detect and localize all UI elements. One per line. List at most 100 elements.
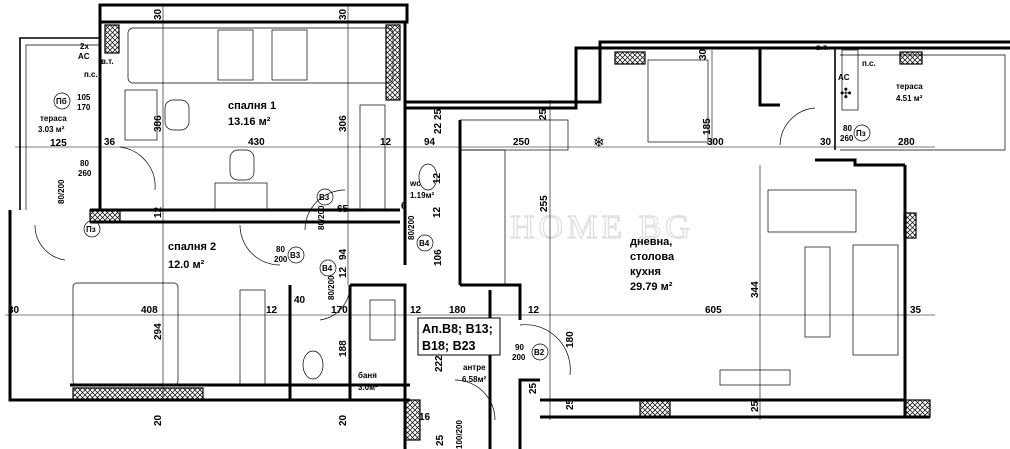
- door-size-rotated: 80/200: [317, 205, 326, 230]
- dimension-label: 20: [338, 414, 349, 426]
- door-swings: [34, 107, 816, 421]
- bathroom-name: баня: [358, 371, 377, 380]
- door-tag: Пз: [856, 129, 866, 138]
- dimension-label: 12: [380, 137, 392, 148]
- dimension-label: 306: [338, 115, 349, 132]
- dimension-label: 344: [750, 281, 761, 298]
- dimension-label: 12: [432, 172, 443, 184]
- dimension-label: 35: [910, 305, 922, 316]
- door-height: 200: [407, 215, 416, 229]
- dimension-label: 12: [528, 305, 540, 316]
- door-size-rotated: 80/200: [407, 215, 416, 240]
- dimension-label: 106: [433, 249, 444, 266]
- terrace-right-name: тераса: [896, 82, 923, 91]
- dimension-label: 30: [8, 305, 20, 316]
- ac-right: AC: [838, 73, 850, 82]
- vt-right: в.т.: [816, 43, 829, 52]
- dimension-label: 12: [266, 305, 278, 316]
- bathroom-area: 3.0м²: [358, 383, 378, 392]
- dimension-label: 12: [338, 266, 349, 278]
- living-line1: дневна,: [630, 236, 672, 248]
- door-height: 200: [327, 275, 336, 289]
- door-width: 80: [57, 195, 66, 204]
- ps-left: п.с.: [84, 70, 98, 79]
- dimension-label: 22: [433, 122, 444, 134]
- dimension-label: 30: [820, 137, 832, 148]
- ac-count: 2x: [80, 42, 89, 51]
- door-width: 90: [515, 343, 524, 352]
- door-height: 200: [455, 420, 464, 434]
- dimension-label: 30: [698, 48, 709, 60]
- door-width: 80: [843, 124, 852, 133]
- dimension-label: 250: [513, 137, 530, 148]
- door-tag: В4: [322, 264, 333, 273]
- dimension-labels: 30 30 386 306 430 36 12 94 25 22 25 250 …: [8, 8, 922, 446]
- door-sizes: 105 170 80 260 80/200 80/200 80 200 80/2…: [57, 93, 854, 449]
- dimension-label: 12: [410, 305, 422, 316]
- door-size-rotated: 100/200: [455, 420, 464, 449]
- terrace-right-area: 4.51 м²: [896, 94, 923, 103]
- hall-area: 6.58м²: [462, 375, 486, 384]
- door-width: 80: [327, 291, 336, 300]
- dimension-label: 16: [419, 412, 431, 423]
- dimension-label: 94: [338, 248, 349, 260]
- door-tags: Пб Пз В3 В3 В4 В4 В2 Пз: [53, 92, 871, 361]
- dimension-label: 408: [141, 305, 158, 316]
- terrace-left-name: тераса: [40, 114, 67, 123]
- ac-left: AC: [78, 52, 90, 61]
- door-height: 200: [57, 179, 66, 193]
- dimension-label: 222: [434, 355, 445, 372]
- bedroom1-name: спалня 1: [228, 100, 276, 112]
- freezer-icon: ❄: [593, 134, 605, 150]
- dimension-label: 36: [104, 137, 116, 148]
- dimension-label: 25: [528, 382, 539, 394]
- dimension-label: 6: [401, 201, 407, 212]
- apartment-label-line2: В18; В23: [422, 339, 476, 353]
- dimension-label: 25: [538, 108, 549, 120]
- dimension-label: 188: [338, 340, 349, 357]
- living-line2: столова: [630, 251, 675, 263]
- dimension-lines: [5, 5, 935, 420]
- door-tag: В2: [534, 348, 545, 357]
- dimension-label: 25: [565, 398, 576, 410]
- dimension-label: 430: [248, 137, 265, 148]
- apartment-label-box: [417, 317, 501, 356]
- dimension-label: 25: [435, 434, 446, 446]
- dimension-label: 300: [707, 137, 724, 148]
- terrace-left-width: 125: [50, 138, 67, 149]
- dimension-label: 12: [432, 206, 443, 218]
- door-tag: В3: [319, 193, 330, 202]
- dimension-label: 386: [153, 115, 164, 132]
- door-tag: В3: [290, 251, 301, 260]
- door-height: 260: [78, 169, 92, 178]
- vt-left: в.т.: [101, 57, 114, 66]
- apartment-label-line1: Ап.В8; В13;: [422, 322, 493, 336]
- wc-name: wc: [409, 179, 421, 188]
- door-tag: Пб: [56, 97, 67, 106]
- dimension-label: 25: [433, 108, 444, 120]
- bedroom2-name: спалня 2: [168, 241, 216, 253]
- hall-name: антре: [463, 363, 486, 372]
- door-width: 80: [80, 159, 89, 168]
- door-height: 170: [77, 103, 91, 112]
- dimension-label: 40: [294, 295, 306, 306]
- bedroom1-area: 13.16 м²: [228, 116, 271, 128]
- dimension-label: 185: [702, 118, 713, 135]
- door-height: 200: [512, 353, 526, 362]
- door-width: 80: [276, 245, 285, 254]
- living-line3: кухня: [630, 266, 661, 278]
- furniture: [72, 27, 899, 386]
- dimension-label: 12: [153, 206, 164, 218]
- living-area: 29.79 м²: [630, 281, 673, 293]
- dimension-label: 30: [153, 8, 164, 20]
- watermark: HOME BG: [510, 209, 694, 246]
- wc-area: 1.19м²: [410, 191, 434, 200]
- dimension-label: 25: [750, 400, 761, 412]
- door-height: 200: [317, 205, 326, 219]
- dimension-label: 605: [705, 305, 722, 316]
- dimension-label: 30: [338, 8, 349, 20]
- ps-right: п.с.: [862, 59, 876, 68]
- door-tag: Пз: [86, 225, 96, 234]
- door-size-rotated: 80/200: [57, 179, 66, 204]
- dimension-label: 65: [337, 204, 349, 215]
